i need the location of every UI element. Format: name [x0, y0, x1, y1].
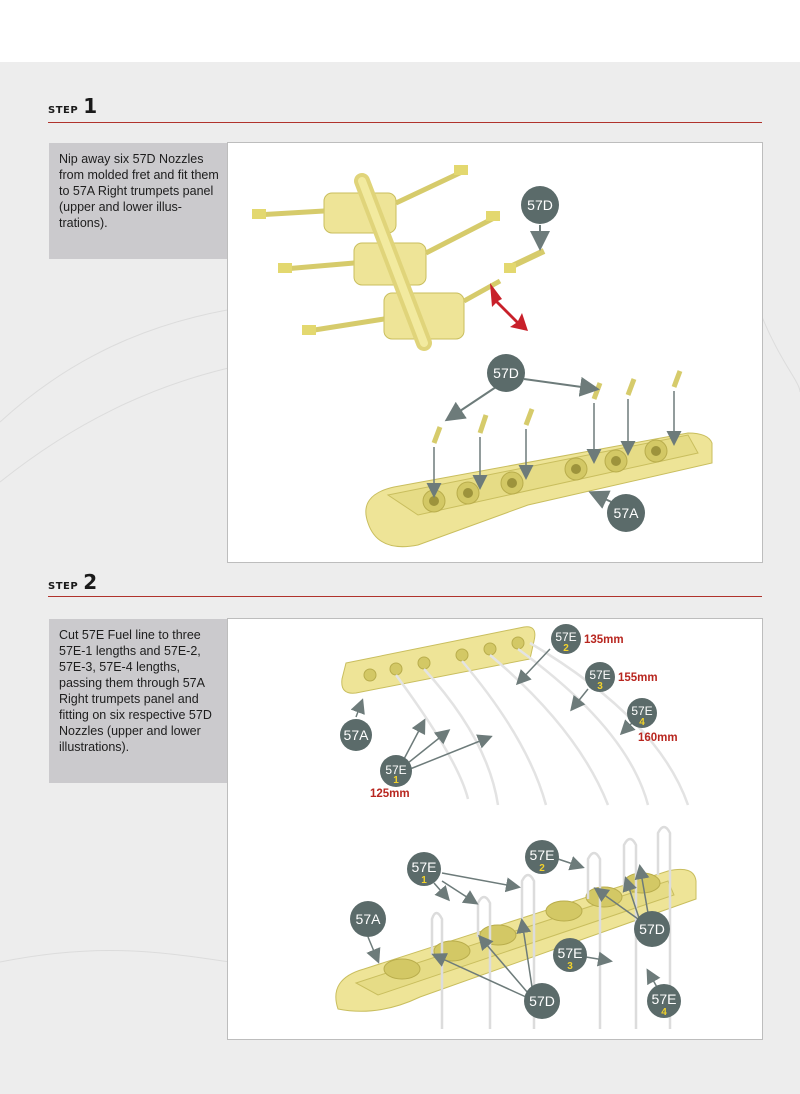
callout-57a: 57A — [588, 490, 645, 532]
callout-sub: 3 — [597, 681, 603, 692]
callout-sub: 1 — [393, 775, 399, 786]
red-double-arrow — [490, 283, 528, 331]
step-1-rule — [48, 122, 762, 123]
upper-callout-57e-1: 57E 1 125mm — [370, 718, 493, 800]
step-word: STEP — [48, 577, 79, 593]
step-1-illustration-panel: 57D — [227, 142, 763, 563]
step-2-heading: STEP 2 — [48, 570, 97, 594]
callout-label: 57E — [412, 859, 437, 875]
lower-callout-57a: 57A — [350, 901, 386, 964]
callout-sub: 2 — [563, 643, 569, 654]
callout-57d-upper: 57D — [521, 186, 559, 251]
callout-sub: 3 — [567, 961, 573, 972]
lower-fuel-lines — [430, 825, 672, 1029]
callout-label: 57E — [589, 668, 610, 682]
trumpets-panel-57a — [365, 432, 713, 548]
callout-sub: 4 — [639, 717, 645, 728]
callout-label: 57D — [529, 993, 555, 1009]
upper-callout-57a: 57A — [340, 698, 372, 751]
nozzles-above-panel — [431, 370, 683, 444]
page-top-margin — [0, 0, 800, 62]
step-2-illustration: 57E 2 135mm 57E 3 155mm 57E 4 160mm 57E … — [335, 624, 697, 1029]
nozzle-fret — [252, 165, 502, 351]
length-label: 135mm — [584, 634, 624, 646]
step-2-illustration-panel: 57E 2 135mm 57E 3 155mm 57E 4 160mm 57E … — [227, 618, 763, 1040]
callout-label: 57D — [639, 921, 665, 937]
step-1-illustration: 57D — [252, 165, 713, 548]
upper-panel-57a — [341, 626, 536, 694]
lower-callout-57e-1: 57E 1 — [407, 852, 521, 905]
lower-callout-57e-3: 57E 3 — [553, 938, 613, 972]
callout-sub: 2 — [539, 863, 545, 874]
upper-callout-57e-2: 57E 2 135mm — [515, 624, 624, 686]
callout-label: 57A — [344, 727, 370, 743]
callout-label: 57E — [555, 630, 576, 644]
lower-callout-57e-2: 57E 2 — [525, 840, 585, 874]
lower-callout-57e-4: 57E 4 — [646, 968, 681, 1018]
step-word: STEP — [48, 101, 79, 117]
upper-callout-57e-4: 57E 4 160mm — [619, 698, 678, 744]
callout-57d-lower: 57D — [444, 354, 600, 422]
upper-callout-57e-3: 57E 3 155mm — [570, 662, 658, 712]
length-label: 125mm — [370, 788, 410, 800]
step-2-instruction-text: Cut 57E Fuel line to three 57E-1 lengths… — [59, 628, 212, 754]
step-1-instruction-text: Nip away six 57D Nozzles from molded fre… — [59, 152, 219, 230]
callout-sub: 4 — [661, 1007, 667, 1018]
step-2-instruction-box: Cut 57E Fuel line to three 57E-1 lengths… — [49, 619, 229, 783]
lower-callout-57d-bottom: 57D — [431, 918, 560, 1019]
upper-fuel-lines — [394, 641, 690, 806]
lower-callout-57d-right: 57D — [593, 864, 670, 947]
callout-label: 57E — [385, 763, 406, 777]
callout-label: 57E — [652, 991, 677, 1007]
callout-sub: 1 — [421, 875, 427, 886]
step-1-instruction-box: Nip away six 57D Nozzles from molded fre… — [49, 143, 229, 259]
nozzle-drop-lines — [426, 391, 682, 498]
callout-label: 57D — [527, 197, 553, 213]
step-number: 2 — [83, 570, 98, 594]
callout-label: 57A — [356, 911, 382, 927]
length-label: 155mm — [618, 672, 658, 684]
callout-label: 57E — [558, 945, 583, 961]
loose-nozzle — [504, 248, 546, 273]
callout-label: 57D — [493, 365, 519, 381]
step-2-rule — [48, 596, 762, 597]
step-number: 1 — [83, 94, 98, 118]
callout-label: 57E — [631, 704, 652, 718]
callout-label: 57A — [614, 505, 640, 521]
step-1-heading: STEP 1 — [48, 94, 97, 118]
length-label: 160mm — [638, 732, 678, 744]
callout-label: 57E — [530, 847, 555, 863]
